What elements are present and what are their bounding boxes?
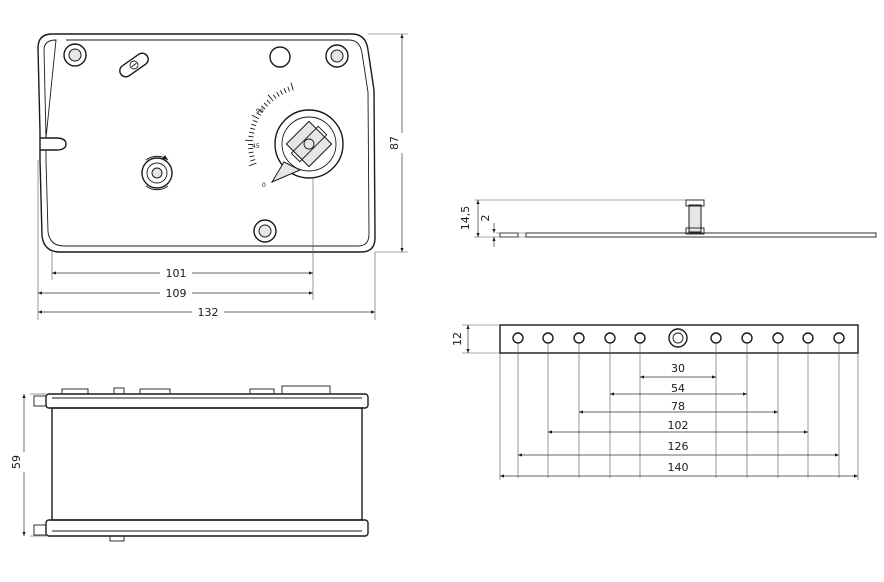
scale-tick [252, 119, 258, 123]
side-view: 14,5 2 [459, 199, 877, 247]
dim-label-132: 132 [198, 306, 219, 319]
center-standoff-hole [668, 328, 688, 348]
release-slot [119, 52, 149, 78]
mount-hole [542, 332, 554, 344]
scale-tick [279, 89, 284, 95]
scale-tick [249, 155, 255, 158]
scale-tick [251, 123, 257, 127]
top-view: 90 45 0 101 109 132 [37, 33, 410, 320]
mount-hole [512, 332, 524, 344]
scale-tick [260, 105, 266, 110]
scale-tick [248, 151, 254, 154]
dim-label-30: 30 [671, 362, 685, 375]
scale-tick [267, 94, 274, 102]
scale-tick [290, 82, 294, 91]
housing-outline [37, 33, 376, 253]
scale-tick [248, 162, 257, 167]
screw-top-left [63, 43, 87, 67]
scale-tick [266, 99, 271, 104]
shaft-clamp [270, 109, 344, 184]
front-top-cover [45, 393, 369, 409]
mount-hole [573, 332, 585, 344]
scale-tick [276, 92, 280, 97]
front-view: 59 [10, 385, 369, 542]
screw-bottom [253, 219, 277, 243]
mount-hole [772, 332, 784, 344]
front-body [51, 407, 363, 521]
dim-label-12: 12 [451, 332, 464, 346]
dim-label-102: 102 [668, 419, 689, 432]
scale-tick [258, 108, 264, 113]
scale-tick [249, 131, 255, 134]
mount-plate-view: 12 30 54 78 102 126 140 [451, 324, 859, 480]
dim-label-14-5: 14,5 [459, 206, 472, 231]
side-plate [525, 232, 877, 238]
mount-hole [741, 332, 753, 344]
dim-label-101: 101 [166, 267, 187, 280]
scale-tick [248, 135, 254, 138]
scale-label-90: 90 [256, 108, 264, 115]
dim-label-59: 59 [10, 455, 23, 469]
scale-tick [287, 86, 290, 92]
side-standoff [688, 204, 702, 233]
mount-hole [710, 332, 722, 344]
mount-hole [604, 332, 616, 344]
dim-label-54: 54 [671, 382, 685, 395]
mount-hole [802, 332, 814, 344]
mount-hole [833, 332, 845, 344]
scale-tick [256, 112, 262, 116]
scale-tick [283, 88, 287, 94]
scale-tick [249, 127, 256, 130]
scale-label-0: 0 [262, 182, 266, 189]
front-bottom-cover [45, 519, 369, 537]
dim-label-140: 140 [668, 461, 689, 474]
scale-tick [272, 94, 277, 99]
dim-label-78: 78 [671, 400, 685, 413]
dim-label-2: 2 [479, 215, 492, 222]
mount-plate [499, 324, 859, 354]
indicator-hole [269, 46, 291, 68]
spring-return-knob [141, 154, 173, 191]
scale-label-45: 45 [252, 143, 260, 150]
dim-label-126: 126 [668, 440, 689, 453]
mount-hole [634, 332, 646, 344]
scale-tick [251, 114, 260, 120]
housing-inner-outline [43, 39, 370, 247]
dim-label-87: 87 [388, 136, 401, 150]
scale-tick [263, 102, 268, 107]
screw-top-right [325, 44, 349, 68]
angle-scale [245, 82, 294, 167]
housing-notch [40, 137, 67, 151]
scale-tick [250, 159, 256, 162]
dim-label-109: 109 [166, 287, 187, 300]
